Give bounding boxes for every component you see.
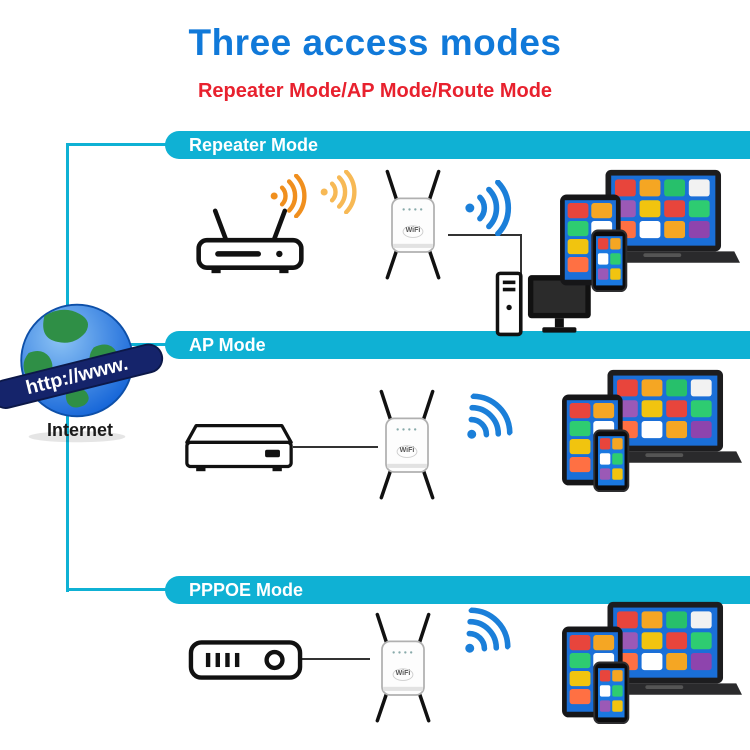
wire-line: [293, 446, 378, 448]
section-label: AP Mode: [189, 335, 266, 355]
section-header-repeater-mode: Repeater Mode: [165, 131, 750, 159]
globe-icon: http://www.: [0, 303, 164, 443]
repeater-icon: [368, 608, 438, 726]
section-label: PPPOE Mode: [189, 580, 304, 600]
wifi-signal-icon: [318, 170, 362, 214]
wifi-signal-icon: [446, 380, 525, 459]
page-subtitle: Repeater Mode/AP Mode/Route Mode: [197, 80, 553, 102]
internet-label: Internet: [46, 420, 113, 440]
section-header-ap-mode: AP Mode: [165, 331, 750, 359]
connector-line-row1: [66, 143, 166, 146]
modem-icon: [188, 638, 303, 682]
devices-cluster-icon: [562, 368, 742, 493]
page-title: Three access modes: [188, 22, 562, 63]
repeater-icon: [372, 385, 442, 503]
section-label: Repeater Mode: [189, 135, 319, 155]
repeater-logo-text: WiFi: [405, 227, 421, 234]
connector-line-row3: [66, 588, 166, 591]
devices-cluster-icon: [562, 600, 742, 725]
wifi-signal-icon: [268, 174, 312, 218]
wire-line: [520, 234, 522, 276]
wire-line: [300, 658, 370, 660]
wire-line: [448, 234, 522, 236]
repeater-icon: [378, 165, 448, 283]
wifi-signal-icon: [444, 594, 523, 673]
repeater-logo-text: WiFi: [395, 670, 411, 677]
modem-icon: [183, 420, 295, 474]
repeater-logo-text: WiFi: [399, 447, 415, 454]
section-header-pppoe-mode: PPPOE Mode: [165, 576, 750, 604]
devices-cluster-icon: [560, 168, 740, 293]
wifi-signal-icon: [462, 180, 518, 236]
